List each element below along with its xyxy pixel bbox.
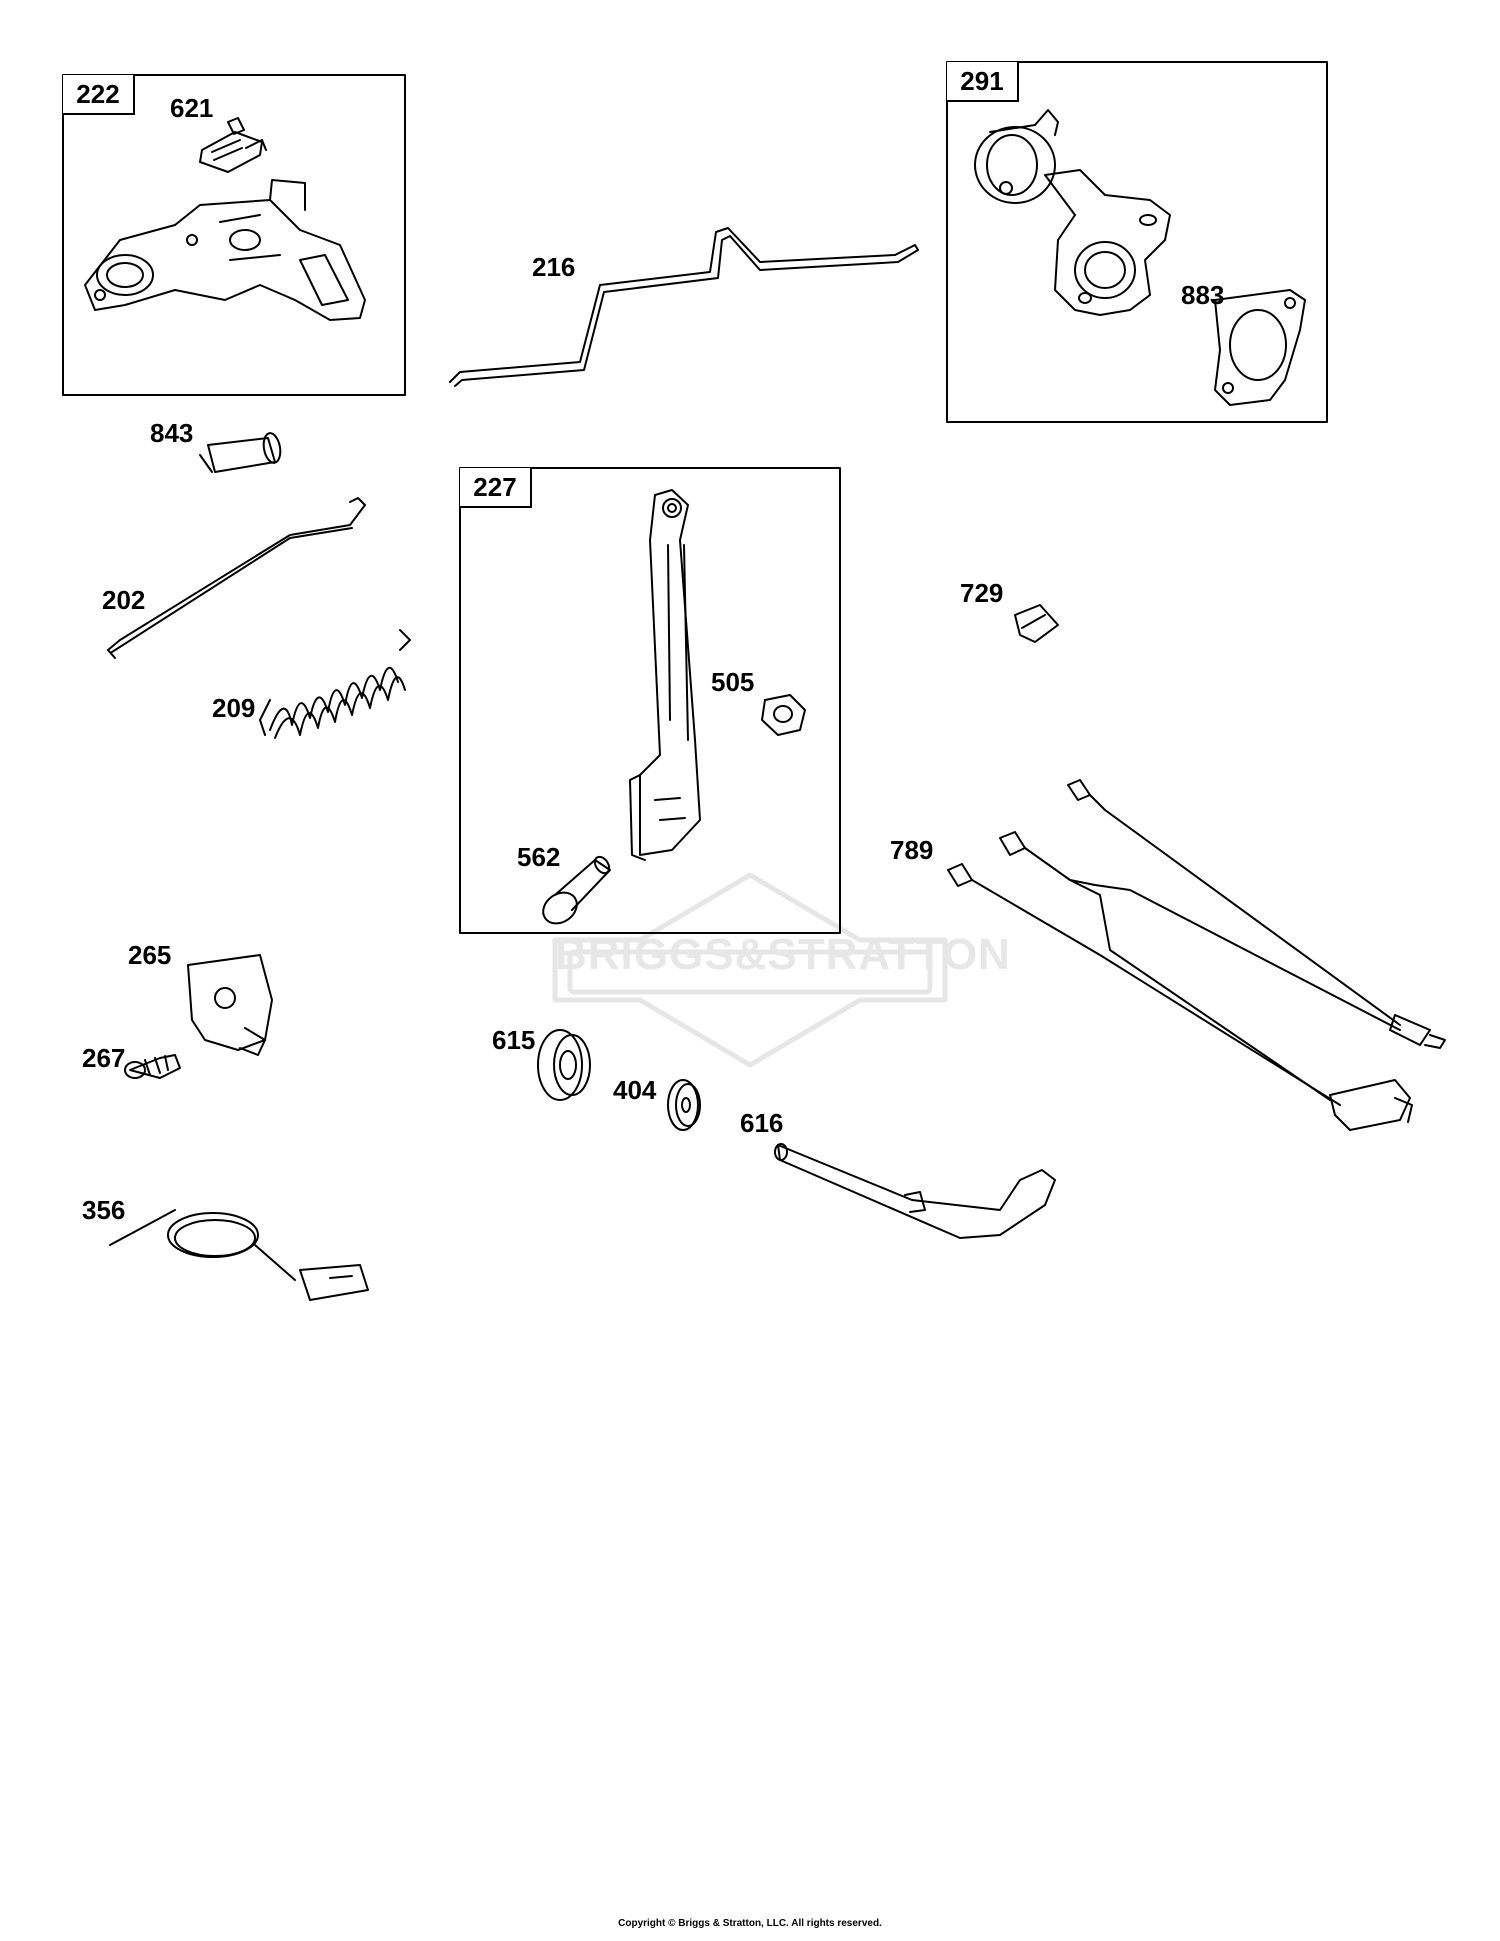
callout-216: 216 <box>532 252 576 282</box>
callout-202: 202 <box>102 585 146 615</box>
part-209-drawing <box>259 629 411 739</box>
callout-209: 209 <box>212 693 256 723</box>
kit-tag-291: 291 <box>947 62 1019 102</box>
part-291-drawing <box>974 109 1171 316</box>
part-356-drawing <box>109 1209 369 1301</box>
part-883-drawing <box>1214 289 1306 406</box>
part-789-drawing <box>947 779 1446 1131</box>
part-505-drawing <box>761 694 806 736</box>
watermark-text: BRIGGS&STRATTON <box>555 930 1011 979</box>
part-562-drawing <box>542 855 611 925</box>
kit-box-291 <box>946 61 1328 423</box>
part-615-drawing <box>537 1029 591 1101</box>
part-843-drawing <box>199 432 282 473</box>
callout-616: 616 <box>740 1108 784 1138</box>
callout-356: 356 <box>82 1195 126 1225</box>
callout-843: 843 <box>150 418 194 448</box>
part-227-drawing <box>629 489 701 861</box>
part-621-drawing <box>199 117 267 173</box>
callout-267: 267 <box>82 1043 126 1073</box>
part-404-drawing <box>667 1079 701 1131</box>
copyright-footer: Copyright © Briggs & Stratton, LLC. All … <box>618 1918 882 1929</box>
callout-404: 404 <box>613 1075 657 1105</box>
part-265-drawing <box>187 954 273 1056</box>
callout-505: 505 <box>711 667 755 697</box>
callout-562: 562 <box>517 842 561 872</box>
part-729-drawing <box>1014 604 1059 643</box>
part-216-drawing <box>449 227 919 387</box>
callout-883: 883 <box>1181 280 1225 310</box>
callout-621: 621 <box>170 93 214 123</box>
part-267-drawing <box>124 1054 181 1079</box>
watermark-logo <box>552 872 948 1068</box>
part-616-drawing <box>774 1143 1056 1239</box>
callout-615: 615 <box>492 1025 536 1055</box>
kit-tag-227: 227 <box>460 468 532 508</box>
kit-box-222 <box>62 74 406 396</box>
callout-729: 729 <box>960 578 1004 608</box>
callout-789: 789 <box>890 835 934 865</box>
part-222-drawing <box>84 179 366 321</box>
kit-box-227 <box>459 467 841 934</box>
callout-265: 265 <box>128 940 172 970</box>
kit-tag-222: 222 <box>63 75 135 115</box>
part-202-drawing <box>107 497 366 659</box>
